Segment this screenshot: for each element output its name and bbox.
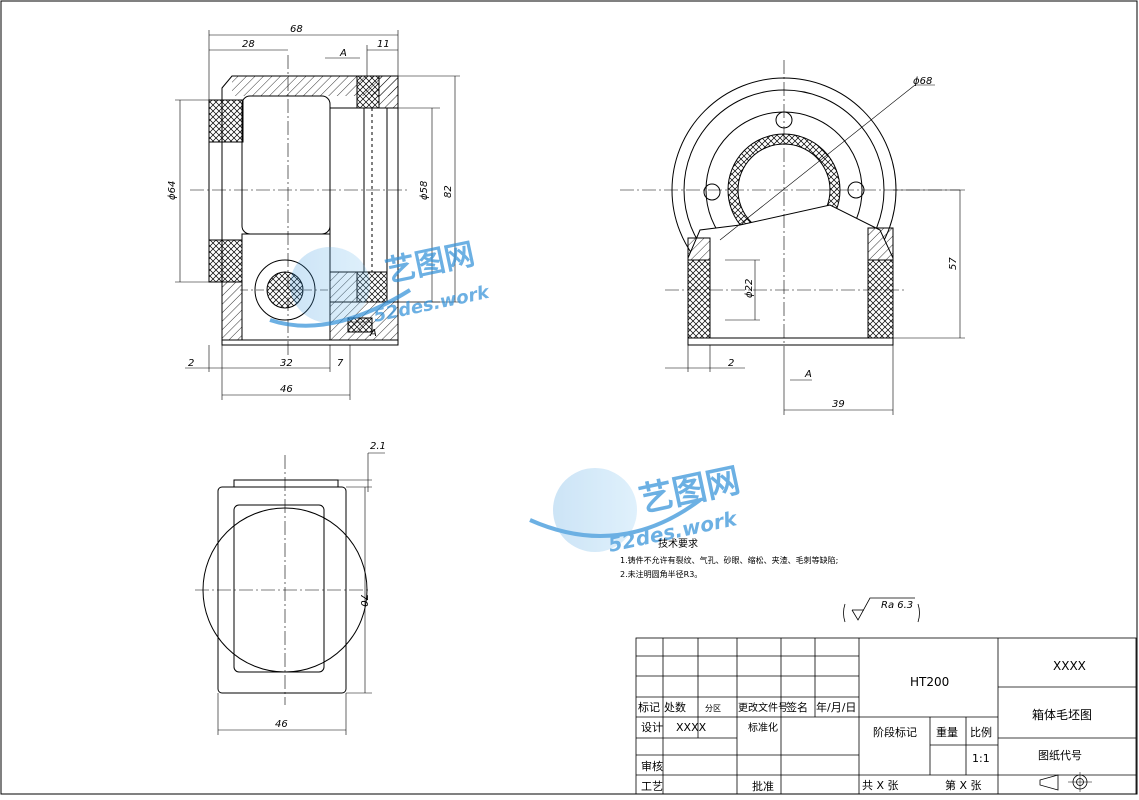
view-mark-a: A	[804, 369, 812, 380]
tech-req-title: 技术要求	[658, 537, 698, 550]
tb-approve: 批准	[752, 779, 774, 793]
dim-front-7: 7	[337, 358, 344, 369]
dim-front-28: 28	[242, 39, 255, 50]
tb-header-date: 年/月/日	[816, 700, 856, 714]
section-mark-a-top: A	[339, 48, 347, 59]
tb-process: 工艺	[641, 780, 663, 793]
dim-top-2-1: 2.1	[370, 441, 386, 452]
top-dimensions	[217, 452, 385, 735]
dim-top-46: 46	[275, 719, 288, 730]
tech-req-item-1: 1.铸件不允许有裂纹、气孔、砂眼、缩松、夹渣、毛刺等缺陷;	[620, 555, 838, 565]
title-block	[635, 637, 1137, 795]
tb-header-count: 处数	[664, 701, 686, 714]
dim-front-46: 46	[280, 384, 293, 395]
top-view	[195, 455, 370, 705]
tb-scale-value: 1:1	[972, 752, 990, 765]
tb-header-mark: 标记	[638, 700, 660, 714]
dim-front-2: 2	[188, 358, 194, 369]
roughness-value: Ra 6.3	[881, 600, 913, 611]
tb-drawing-code-label: 图纸代号	[1038, 749, 1082, 762]
dim-front-68: 68	[290, 24, 303, 35]
dim-side-57: 57	[948, 257, 959, 270]
dim-front-phi58: ϕ58	[419, 181, 430, 200]
dim-side-phi22: ϕ22	[744, 279, 755, 298]
tb-header-change-doc: 更改文件号	[738, 701, 788, 714]
tb-drawing-name: 箱体毛坯图	[1032, 707, 1092, 722]
dim-front-phi64: ϕ64	[167, 181, 178, 200]
dim-front-32: 32	[280, 358, 293, 369]
tb-scale-label: 比例	[970, 725, 992, 739]
tb-standardize: 标准化	[748, 721, 778, 734]
tb-stage-mark: 阶段标记	[873, 725, 917, 739]
dim-front-82: 82	[443, 185, 454, 198]
tb-design-value: XXXX	[676, 721, 707, 734]
tb-header-zone: 分区	[705, 704, 721, 713]
tb-review: 审核	[641, 759, 663, 773]
dim-front-11: 11	[377, 39, 390, 50]
dim-top-70: 70	[358, 594, 369, 607]
roughness-symbol	[843, 597, 920, 623]
dim-side-2: 2	[728, 358, 734, 369]
watermark-brand-1: 艺图网	[382, 237, 477, 290]
section-mark-a-bottom: A	[369, 328, 377, 339]
tb-material: HT200	[910, 675, 949, 689]
tb-header-sign: 签名	[786, 700, 808, 714]
front-dimensions	[175, 30, 460, 400]
tb-sheet-num: 第 X 张	[945, 778, 982, 792]
watermark-2: 艺图网 52des.work	[529, 460, 744, 557]
tb-design-label: 设计	[641, 721, 663, 734]
side-view	[620, 60, 960, 350]
dim-side-phi68: ϕ68	[913, 76, 932, 87]
tb-weight: 重量	[936, 725, 958, 739]
tech-req-item-2: 2.未注明圆角半径R3。	[620, 569, 702, 579]
tb-company: XXXX	[1053, 659, 1086, 673]
dim-side-39: 39	[832, 399, 845, 410]
side-dimensions	[665, 84, 965, 415]
tb-sheets-total: 共 X 张	[862, 779, 899, 792]
